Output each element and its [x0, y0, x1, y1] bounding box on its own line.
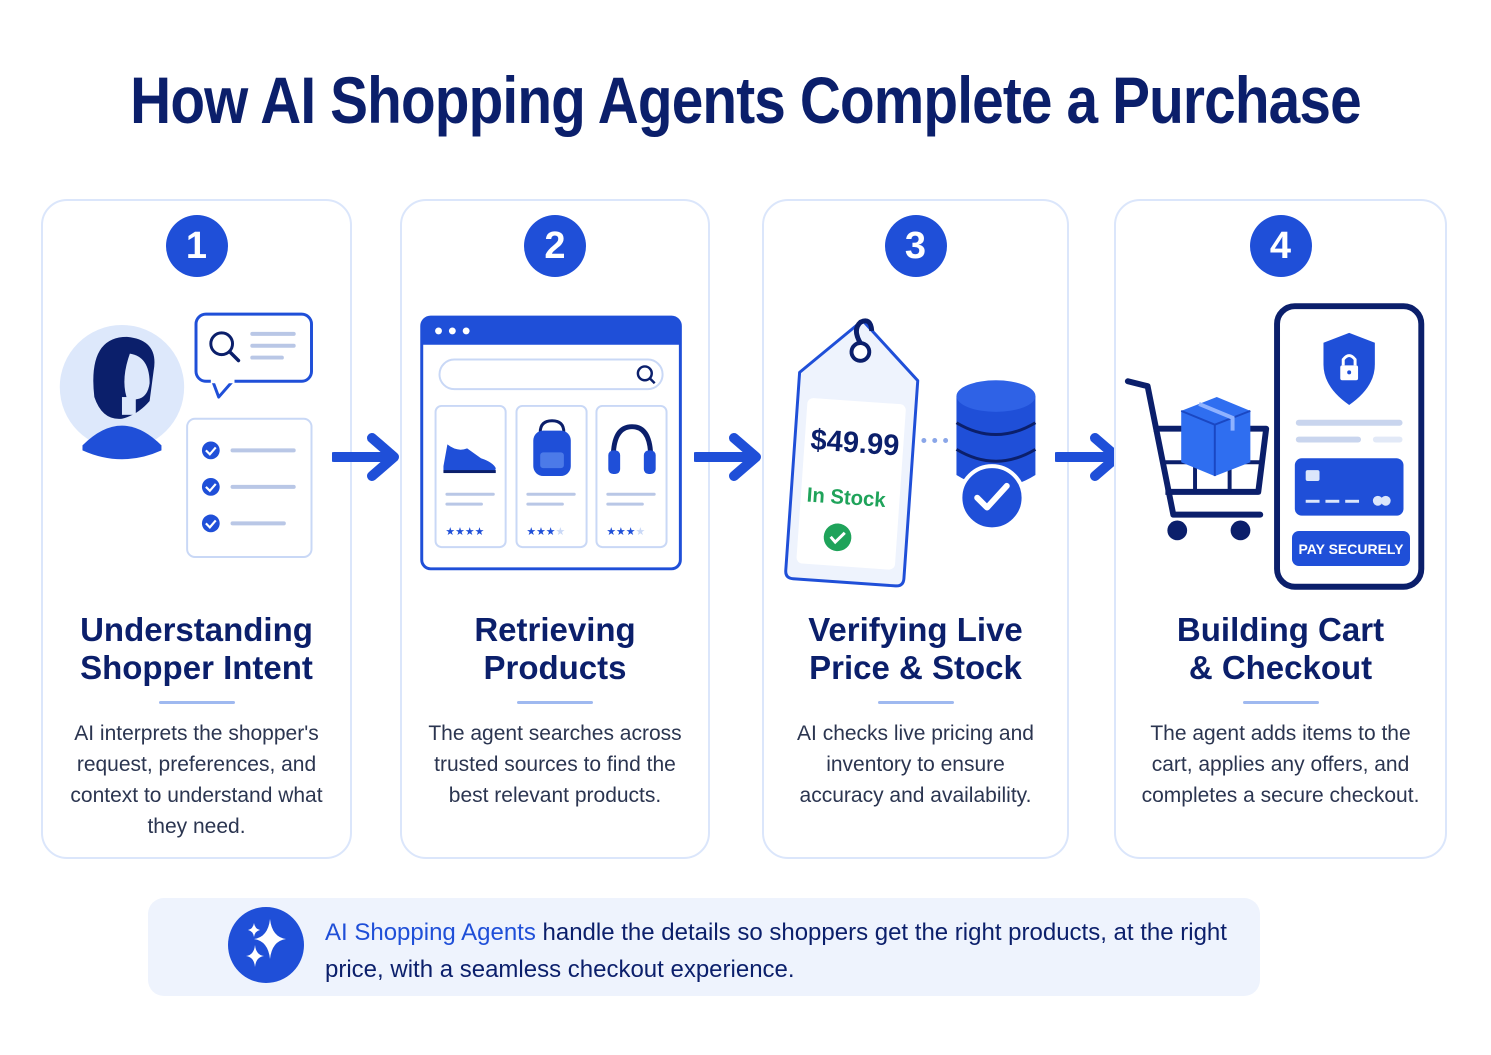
product-tile-shoe: ★★★★: [434, 404, 507, 549]
svg-text:★★★★: ★★★★: [526, 525, 565, 538]
product-tile-headphones: ★★★★: [595, 404, 668, 549]
step-heading: Understanding Shopper Intent: [80, 611, 313, 686]
step-number-badge: 2: [524, 215, 586, 277]
database-icon: [955, 380, 1037, 488]
step-card-3: 3 $49.99 In Stock Verifying: [762, 199, 1069, 859]
svg-text:★★★★: ★★★★: [445, 525, 484, 538]
step-heading: Verifying Live Price & Stock: [808, 611, 1023, 686]
summary-highlight: AI Shopping Agents: [325, 919, 536, 946]
heading-divider: [158, 701, 235, 704]
heading-divider: [517, 701, 593, 704]
shopping-cart-icon: [1124, 378, 1270, 541]
security-shield-icon: [1323, 332, 1375, 405]
search-bubble-icon: [194, 312, 313, 399]
step-number-badge: 4: [1249, 215, 1312, 277]
shopper-intent-illustration: [59, 312, 313, 558]
step-description: AI checks live pricing and inventory to …: [797, 722, 1034, 807]
step-description: AI interprets the shopper's request, pre…: [70, 722, 323, 838]
arrow-right-icon: [694, 433, 761, 481]
heading-divider: [1242, 701, 1319, 704]
step-card-4: 4: [1114, 199, 1447, 859]
green-check-icon: [823, 523, 852, 552]
stock-status-text: In Stock: [806, 484, 887, 512]
heading-divider: [877, 701, 954, 704]
price-tag-icon: $49.99 In Stock: [784, 318, 920, 588]
step-number-badge: 3: [884, 215, 947, 277]
phone-icon: [1274, 303, 1425, 590]
cart-checkout-illustration: [1124, 303, 1425, 590]
pay-securely-button[interactable]: PAY SECURELY: [1292, 531, 1410, 566]
price-verification-illustration: $49.99 In Stock: [784, 318, 1037, 588]
package-box-icon: [1180, 397, 1251, 477]
step-heading: Building Cart & Checkout: [1176, 611, 1385, 686]
arrow-right-icon: [332, 433, 399, 481]
step-card-2: 2 ★★★★ ★★★★: [400, 199, 710, 859]
step-heading: Retrieving Products: [474, 611, 636, 686]
page-title: How AI Shopping Agents Complete a Purcha…: [130, 63, 1361, 137]
step-number-badge: 1: [165, 215, 228, 277]
shopper-avatar-icon: [59, 324, 185, 460]
price-text: $49.99: [810, 423, 901, 462]
svg-text:★★★★: ★★★★: [606, 525, 645, 538]
step-description: The agent adds items to the cart, applie…: [1141, 722, 1420, 807]
summary-body: handle the details so shoppers get the r…: [325, 919, 1227, 983]
summary-text: AI Shopping Agents handle the details so…: [325, 914, 1245, 988]
verified-check-icon: [958, 464, 1026, 532]
product-search-illustration: ★★★★ ★★★★ ★★★★: [420, 315, 682, 571]
checklist-icon: [186, 417, 313, 558]
summary-banner: AI Shopping Agents handle the details so…: [148, 898, 1260, 996]
step-description: The agent searches across trusted source…: [428, 722, 682, 807]
product-tile-backpack: ★★★★: [515, 404, 588, 549]
sparkle-icon: [228, 907, 304, 983]
step-card-1: 1: [41, 199, 352, 859]
credit-card-icon: [1294, 458, 1404, 516]
